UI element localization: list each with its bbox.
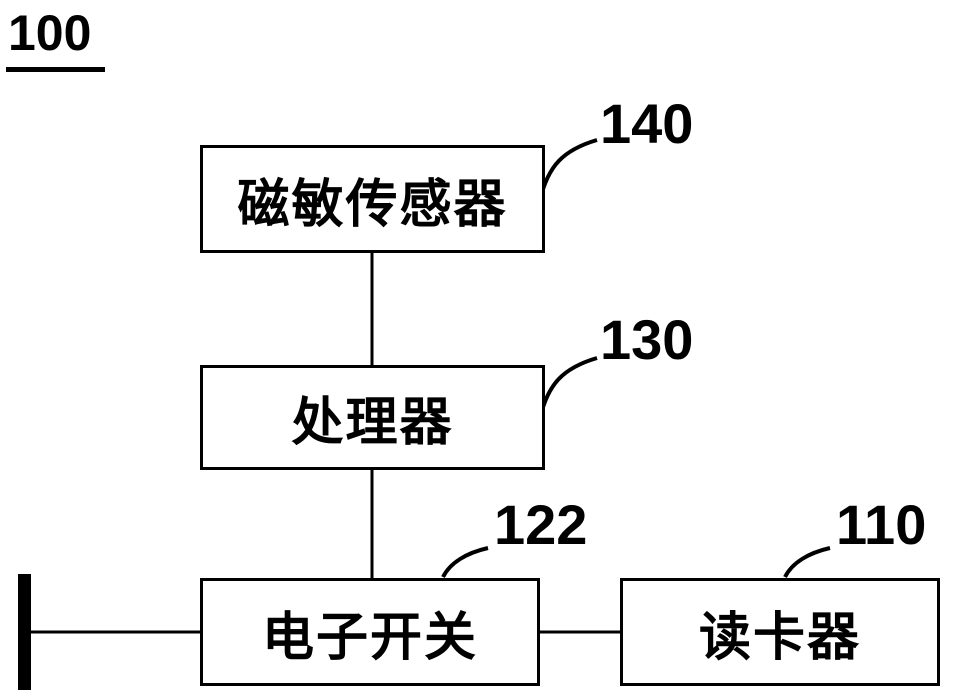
- block-magnetic-sensor-label: 磁敏传感器: [237, 176, 508, 234]
- block-magnetic-sensor: 磁敏传感器: [200, 145, 545, 253]
- terminal-bar: [18, 574, 31, 690]
- block-electronic-switch-label: 电子开关: [261, 609, 478, 667]
- ref-label-130: 130: [600, 308, 694, 371]
- block-card-reader-label: 读卡器: [698, 609, 861, 667]
- ref-label-122: 122: [494, 493, 588, 556]
- block-electronic-switch: 电子开关: [200, 578, 540, 686]
- leader-line-122: [441, 546, 489, 578]
- leader-line-140: [538, 138, 598, 201]
- ref-label-110: 110: [836, 493, 927, 556]
- ref-label-140: 140: [600, 92, 694, 155]
- block-card-reader: 读卡器: [620, 578, 940, 686]
- block-processor-label: 处理器: [291, 395, 454, 452]
- block-processor: 处理器: [200, 365, 545, 470]
- leader-line-110: [783, 546, 831, 578]
- figure-number-label: 100: [6, 6, 106, 72]
- leader-line-130: [538, 356, 598, 419]
